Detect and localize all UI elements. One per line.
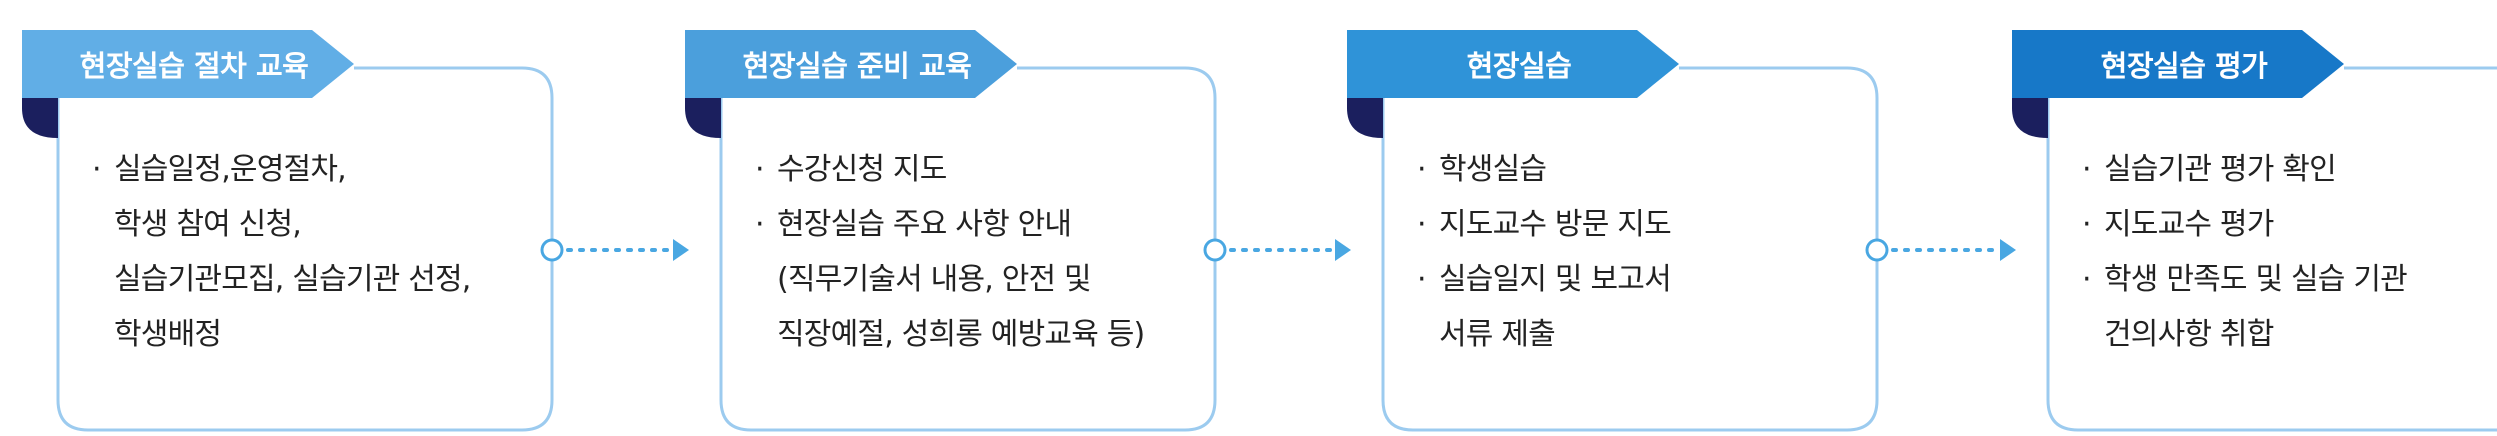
bullet-glyph: ·	[1417, 152, 1427, 187]
flow-connector	[1865, 238, 2016, 262]
step-item-text: 수강신청 지도	[777, 152, 947, 187]
bullet-glyph: ·	[2082, 262, 2092, 297]
banner-fold	[2012, 98, 2048, 138]
step-item-text: 서류 제출	[1439, 317, 1556, 352]
step-item: · 지도교수 평가	[2082, 197, 2497, 252]
step-card-frame	[685, 30, 1217, 432]
bullet-glyph: ·	[1417, 207, 1427, 242]
step-card-frame	[22, 30, 554, 432]
step-item: 서류 제출	[1417, 307, 1887, 362]
step-item-text: 학생 만족도 및 실습 기관	[2104, 262, 2408, 297]
step-title: 현장실습 평가	[2100, 49, 2268, 83]
step-item-text: 지도교수 평가	[2104, 207, 2274, 242]
bullet-glyph: ·	[2082, 152, 2092, 187]
step-item-text: 학생실습	[1439, 152, 1547, 187]
card-border	[719, 66, 1217, 432]
step-item: · 현장실습 주요 사항 안내	[755, 197, 1225, 252]
arrow-right-icon	[673, 239, 689, 261]
step-item-text: 실습기관모집, 실습기관 선정,	[114, 262, 471, 297]
step-item: 직장예절, 성희롱 예방교육 등)	[755, 307, 1225, 362]
step-item: 실습기관모집, 실습기관 선정,	[92, 252, 562, 307]
step-item-text: 학생 참여 신청,	[114, 207, 302, 242]
step-item-text: (직무기술서 내용, 안전 및	[777, 262, 1092, 297]
step-item: 학생배정	[92, 307, 562, 362]
flow-connector	[540, 238, 689, 262]
title-banner	[1347, 30, 1679, 98]
step-item-text: 실습일정,운영절차,	[114, 152, 347, 187]
title-banner	[22, 30, 354, 98]
arrow-right-icon	[1335, 239, 1351, 261]
banner-fold	[685, 98, 721, 138]
step-item: · 지도교수 방문 지도	[1417, 197, 1887, 252]
step-item: · 실습기관 평가 확인	[2082, 142, 2497, 197]
step-item-text: 직장예절, 성희롱 예방교육 등)	[777, 317, 1145, 352]
step-item-text: 지도교수 방문 지도	[1439, 207, 1672, 242]
connector-node	[1203, 238, 1227, 262]
step-card-frame	[2012, 30, 2497, 432]
card-border	[56, 66, 554, 432]
step-item: · 수강신청 지도	[755, 142, 1225, 197]
step-title: 현장실습	[1466, 49, 1572, 83]
step-item-list: · 실습일정,운영절차, 학생 참여 신청, 실습기관모집, 실습기관 선정, 학생배정	[92, 142, 562, 362]
card-border	[2046, 66, 2497, 432]
step-card-procedure-education: 현장실습 절차 교육 · 실습일정,운영절차, 학생 참여 신청, 실습기관모집, 실습…	[22, 0, 582, 436]
step-item-text: 건의사항 취합	[2104, 317, 2274, 352]
step-card-frame	[1347, 30, 1879, 432]
bullet-glyph: ·	[755, 152, 765, 187]
title-banner	[685, 30, 1017, 98]
card-border	[1381, 66, 1879, 432]
step-item: 학생 참여 신청,	[92, 197, 562, 252]
step-item: · 학생 만족도 및 실습 기관	[2082, 252, 2497, 307]
step-item-text: 실습일지 및 보고서	[1439, 262, 1672, 297]
bullet-glyph: ·	[1417, 262, 1427, 297]
flow-connector	[1203, 238, 1351, 262]
step-item: (직무기술서 내용, 안전 및	[755, 252, 1225, 307]
step-title: 현장실습 절차 교육	[79, 49, 309, 83]
step-title: 현장실습 준비 교육	[742, 49, 972, 83]
title-banner	[2012, 30, 2344, 98]
step-card-practice-evaluation: 현장실습 평가 · 실습기관 평가 확인 · 지도교수 평가 · 학생 만족도 및 실습 기…	[2012, 0, 2497, 436]
step-item-text: 실습기관 평가 확인	[2104, 152, 2337, 187]
step-item: 건의사항 취합	[2082, 307, 2497, 362]
step-card-preparation-education: 현장실습 준비 교육 · 수강신청 지도 · 현장실습 주요 사항 안내 (직무기술서 내…	[685, 0, 1245, 436]
arrow-right-icon	[2000, 239, 2016, 261]
connector-node	[540, 238, 564, 262]
bullet-glyph: ·	[755, 207, 765, 242]
step-item: · 실습일지 및 보고서	[1417, 252, 1887, 307]
step-item-text: 학생배정	[114, 317, 222, 352]
banner-fold	[22, 98, 58, 138]
connector-node	[1865, 238, 1889, 262]
bullet-glyph: ·	[2082, 207, 2092, 242]
banner-fold	[1347, 98, 1383, 138]
bullet-glyph: ·	[92, 152, 102, 187]
step-item-text: 현장실습 주요 사항 안내	[777, 207, 1072, 242]
step-item: · 학생실습	[1417, 142, 1887, 197]
step-item: · 실습일정,운영절차,	[92, 142, 562, 197]
